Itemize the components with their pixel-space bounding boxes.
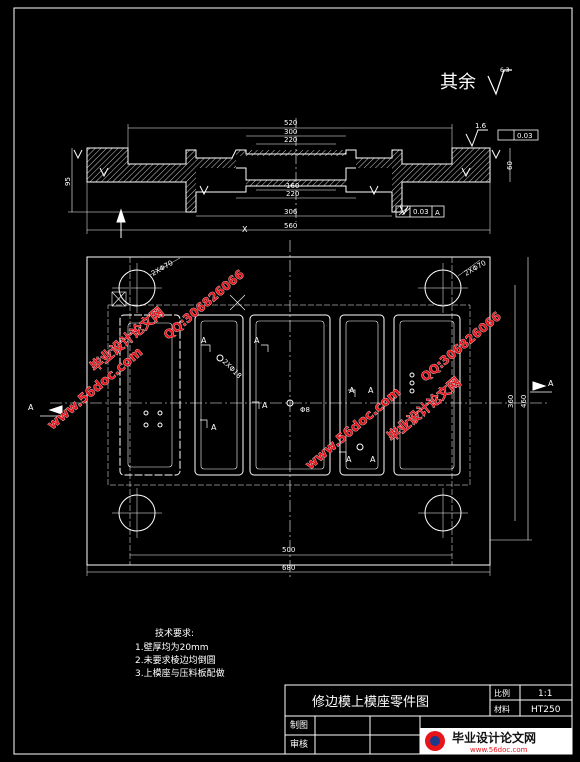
logo-brand: 毕业设计论文网 xyxy=(452,730,536,745)
holes-mid-dim: 2XΦ18 xyxy=(221,358,243,380)
section-label-a5: A xyxy=(368,386,374,395)
material-label: 材料 xyxy=(494,704,510,714)
watermarks: www.56doc.com 毕业设计论文网 QQ:306826066 www.5… xyxy=(45,267,504,474)
flatness-value: 0.03 xyxy=(517,132,533,140)
tech-heading: 技术要求: xyxy=(155,627,194,639)
plan-view xyxy=(40,240,552,580)
dim-306: 306 xyxy=(284,208,298,216)
section-label-a3: A xyxy=(262,401,268,410)
section-label-a6: A xyxy=(211,423,217,432)
material-value: HT250 xyxy=(531,705,561,715)
watermark-qq-2: QQ:306826066 xyxy=(418,309,504,384)
plan-dims: 2XΦ70 2XΦ70 2XΦ18 Φ8 500 680 360 460 A A… xyxy=(28,225,554,572)
watermark-brand-2: 毕业设计论文网 xyxy=(384,374,464,445)
section-label-x: X xyxy=(242,225,248,234)
logo-url: www.56doc.com xyxy=(470,746,528,754)
drawn-label: 制图 xyxy=(290,719,308,731)
dim-520: 520 xyxy=(284,119,297,127)
checked-label: 审核 xyxy=(290,738,308,750)
scale-label: 比例 xyxy=(494,688,510,698)
section-label-right: A xyxy=(548,379,554,388)
dim-300: 300 xyxy=(284,128,297,136)
section-label-a7: A xyxy=(346,455,352,464)
roughness-note: 其余 6.3 xyxy=(440,67,512,96)
dim-160: 160 xyxy=(286,182,299,190)
datum-label: A xyxy=(435,209,440,217)
roughness-1-6: 1.6 xyxy=(475,122,487,130)
dim-220-top: 220 xyxy=(284,136,297,144)
section-dims: 520 300 220 160 220 306 560 95 60 1.6 0.… xyxy=(64,119,533,230)
scale-value: 1:1 xyxy=(538,689,552,699)
tech-requirements: 技术要求: 1.壁厚均为20mm 2.未要求棱边均倒圆 3.上模座与压料板配做 xyxy=(135,627,225,679)
section-label-left: A xyxy=(28,403,34,412)
dim-560: 560 xyxy=(284,222,297,230)
width-inner-dim: 500 xyxy=(282,546,295,554)
height-outer-dim: 460 xyxy=(520,395,528,408)
watermark-qq-1: QQ:306826066 xyxy=(161,267,247,342)
roughness-symbol-icon xyxy=(487,69,512,96)
height-inner-dim: 360 xyxy=(507,395,515,408)
hole-right-dim: 2XΦ70 xyxy=(463,259,488,278)
tech-item-1: 1.壁厚均为20mm xyxy=(135,641,209,653)
drawing-title: 修边模上模座零件图 xyxy=(312,695,429,710)
section-label-a4: A xyxy=(349,386,355,395)
roughness-note-text: 其余 xyxy=(440,72,476,93)
tech-item-3: 3.上模座与压料板配做 xyxy=(135,667,225,679)
roughness-value: 6.3 xyxy=(500,67,510,74)
site-logo: 毕业设计论文网 www.56doc.com xyxy=(420,728,572,754)
tech-item-2: 2.未要求棱边均倒圆 xyxy=(135,654,216,666)
watermark-site-2: www.56doc.com xyxy=(303,385,404,473)
section-view xyxy=(68,118,539,238)
parallel-value: 0.03 xyxy=(413,208,429,216)
section-label-a2: A xyxy=(254,336,260,345)
dim-220-bottom: 220 xyxy=(286,190,299,198)
dim-95: 95 xyxy=(64,177,72,186)
section-label-a1: A xyxy=(201,336,207,345)
section-label-a8: A xyxy=(370,455,376,464)
hole-left-dim: 2XΦ70 xyxy=(150,259,175,278)
width-outer-dim: 680 xyxy=(282,564,295,572)
center-hole-dim: Φ8 xyxy=(300,406,310,414)
dim-60: 60 xyxy=(506,161,514,170)
